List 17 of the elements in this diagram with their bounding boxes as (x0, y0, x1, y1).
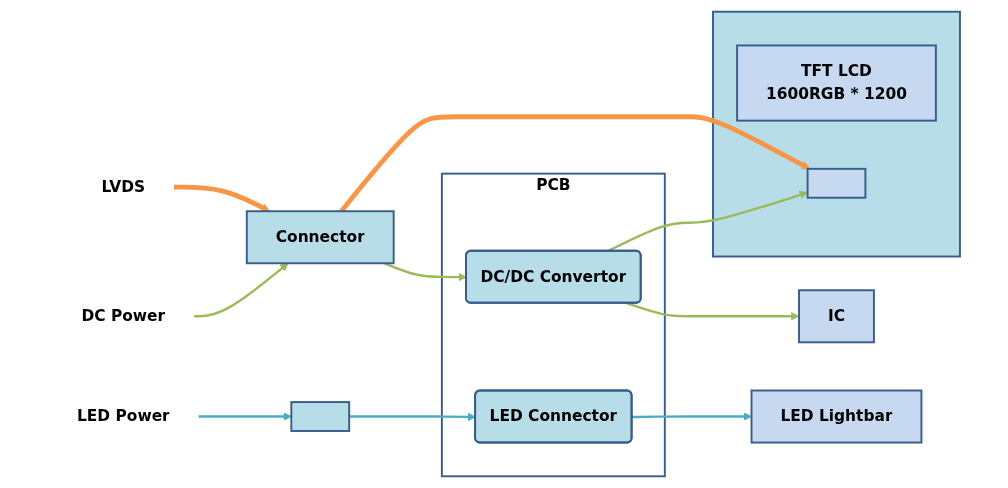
arrow (194, 262, 289, 318)
arrow (339, 114, 811, 213)
arrow (174, 184, 270, 212)
node-text: DC Power (81, 306, 166, 325)
node-text: LED Power (76, 406, 170, 426)
node-text: LVDS (101, 177, 146, 196)
node-box: Connector (245, 210, 395, 265)
node-box: TFT LCD 1600RGB * 1200 (736, 44, 937, 122)
arrow (349, 412, 476, 422)
arrow (626, 302, 800, 321)
node-box (290, 401, 351, 432)
node-box: IC (798, 289, 875, 344)
arrow (632, 412, 752, 421)
node-box: LED Lightbar (750, 389, 923, 444)
node-box (806, 167, 867, 199)
cluster (712, 10, 961, 258)
arrow (198, 412, 292, 421)
